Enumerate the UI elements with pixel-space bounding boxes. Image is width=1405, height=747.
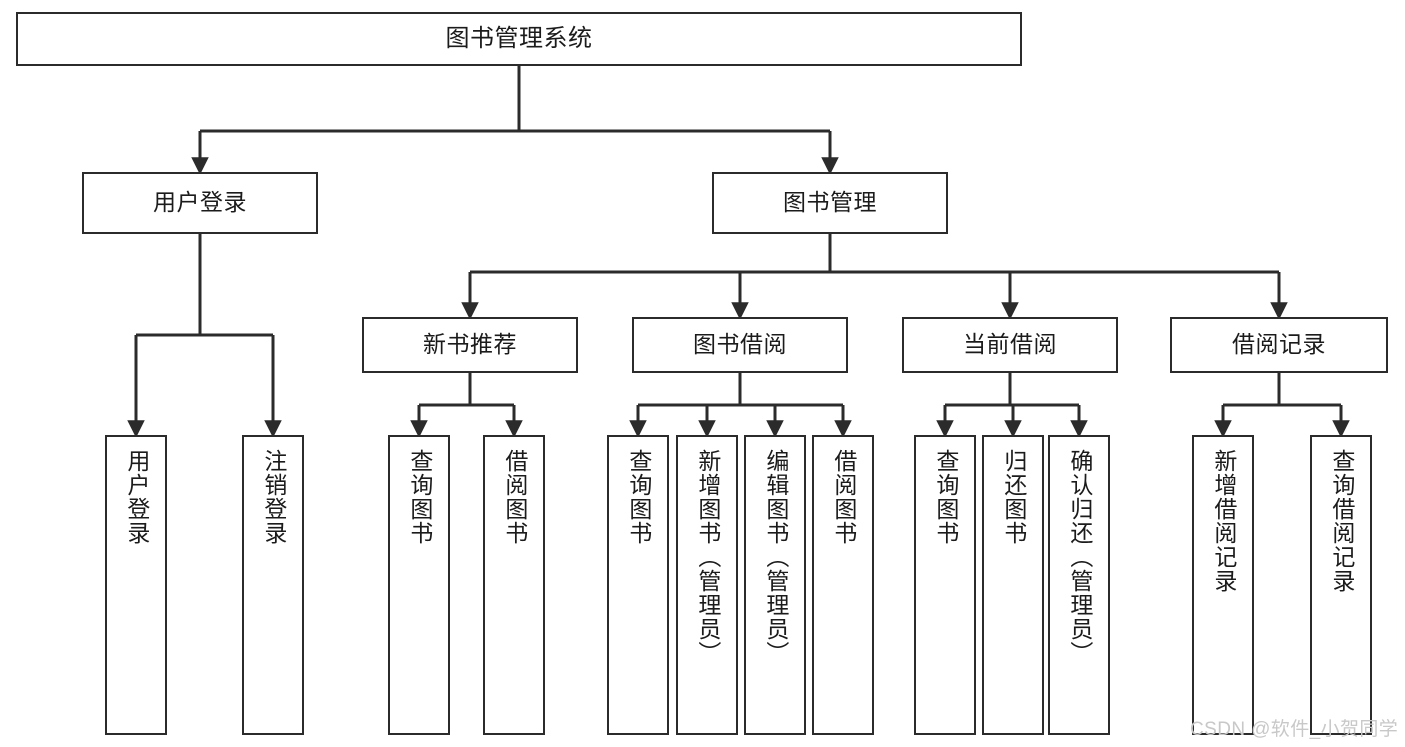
node-label: 查询图书 [932, 449, 959, 545]
leaf-edit-book-admin[interactable]: 编辑图书（管理员） [744, 435, 806, 735]
node-label: 用户登录 [123, 449, 150, 545]
node-label: 当前借阅 [963, 331, 1057, 358]
leaf-query-borrow-record[interactable]: 查询借阅记录 [1310, 435, 1372, 735]
node-borrow-record[interactable]: 借阅记录 [1170, 317, 1388, 373]
node-label: 查询图书 [406, 449, 433, 545]
node-label: 新书推荐 [423, 331, 517, 358]
node-book-manage[interactable]: 图书管理 [712, 172, 948, 234]
node-label: 借阅图书 [501, 449, 528, 545]
node-label: 查询图书 [625, 449, 652, 545]
node-label: 借阅图书 [830, 449, 857, 545]
node-label: 编辑图书（管理员） [762, 449, 789, 665]
leaf-return-book[interactable]: 归还图书 [982, 435, 1044, 735]
leaf-query-book-1[interactable]: 查询图书 [388, 435, 450, 735]
node-label: 借阅记录 [1232, 331, 1326, 358]
node-book-borrow[interactable]: 图书借阅 [632, 317, 848, 373]
node-label: 图书管理系统 [445, 24, 593, 52]
node-label: 查询借阅记录 [1328, 449, 1355, 593]
node-label: 确认归还（管理员） [1066, 449, 1093, 665]
csdn-watermark: CSDN @软件_小贺同学 [1190, 719, 1399, 740]
node-label: 新增图书（管理员） [694, 449, 721, 665]
node-label: 用户登录 [153, 189, 247, 216]
node-label: 图书借阅 [693, 331, 787, 358]
node-label: 图书管理 [783, 189, 877, 216]
leaf-query-book-2[interactable]: 查询图书 [607, 435, 669, 735]
node-label: 注销登录 [260, 449, 287, 545]
leaf-borrow-book-1[interactable]: 借阅图书 [483, 435, 545, 735]
leaf-logout[interactable]: 注销登录 [242, 435, 304, 735]
node-label: 归还图书 [1000, 449, 1027, 545]
leaf-confirm-return-admin[interactable]: 确认归还（管理员） [1048, 435, 1110, 735]
leaf-user-login[interactable]: 用户登录 [105, 435, 167, 735]
node-new-book-recommend[interactable]: 新书推荐 [362, 317, 578, 373]
node-user-login[interactable]: 用户登录 [82, 172, 318, 234]
leaf-add-borrow-record[interactable]: 新增借阅记录 [1192, 435, 1254, 735]
node-current-borrow[interactable]: 当前借阅 [902, 317, 1118, 373]
leaf-borrow-book-2[interactable]: 借阅图书 [812, 435, 874, 735]
node-label: 新增借阅记录 [1210, 449, 1237, 593]
node-book-management-system[interactable]: 图书管理系统 [16, 12, 1022, 66]
leaf-add-book-admin[interactable]: 新增图书（管理员） [676, 435, 738, 735]
leaf-query-book-3[interactable]: 查询图书 [914, 435, 976, 735]
